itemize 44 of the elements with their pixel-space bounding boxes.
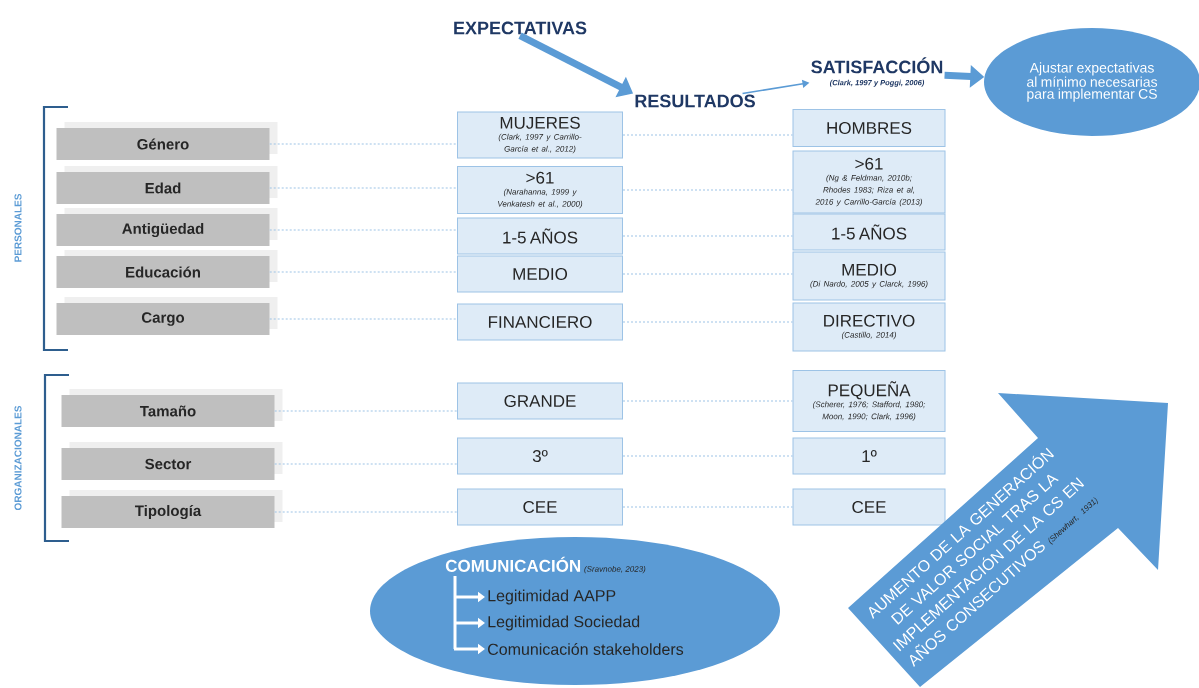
group-label: ORGANIZACIONALES xyxy=(14,405,22,511)
dotted-line xyxy=(622,455,793,457)
value-box: MEDIO (Di Nardo, 2005 y Clarck, 1996) xyxy=(792,251,946,301)
value-box: 1-5 AÑOS xyxy=(792,213,946,251)
dotted-line xyxy=(269,143,458,145)
value-box: MUJERES (Clark, 1997 y Carrillo-García et al., 2012) xyxy=(457,111,623,159)
dotted-line xyxy=(269,229,458,231)
category-box: Sector xyxy=(61,442,283,480)
value-box: 1º xyxy=(792,437,946,475)
value-box: 1-5 AÑOS xyxy=(457,217,623,255)
value-box: 3º xyxy=(457,437,623,475)
dotted-line xyxy=(622,400,793,402)
value-box: DIRECTIVO (Castillo, 2014) xyxy=(792,302,946,352)
value-box: CEE xyxy=(792,488,946,526)
value-box: PEQUEÑA (Scherer, 1976; Stafford, 1980; Moon, 1990; Clark, 1996) xyxy=(792,370,946,432)
dotted-line xyxy=(622,506,793,508)
dotted-line xyxy=(622,189,793,191)
dotted-line xyxy=(274,511,458,513)
value-box: HOMBRES xyxy=(792,109,946,147)
dotted-line xyxy=(622,235,793,237)
dotted-line xyxy=(622,134,793,136)
value-box: FINANCIERO xyxy=(457,303,623,341)
category-box: Educación xyxy=(56,250,278,288)
category-box: Tamaño xyxy=(61,389,283,427)
category-box: Género xyxy=(56,122,278,160)
heading-text: RESULTADOS xyxy=(635,94,755,108)
group-label: PERSONALES xyxy=(14,193,22,262)
value-box: MEDIO xyxy=(457,255,623,293)
category-box: Cargo xyxy=(56,297,278,335)
value-box: CEE xyxy=(457,488,623,526)
category-box: Tipología xyxy=(61,490,283,528)
value-box: >61 (Ng & Feldman, 2010b; Rhodes 1983; Riza et al, 2016 y Carrillo-García (2013) xyxy=(792,150,946,214)
dotted-line xyxy=(622,273,793,275)
dotted-line xyxy=(269,318,458,320)
dotted-line xyxy=(269,187,458,189)
dotted-line xyxy=(274,410,458,412)
category-box: Edad xyxy=(56,166,278,204)
value-box: GRANDE xyxy=(457,382,623,420)
value-box: >61 (Narahanna, 1999 y Venkatesh et al., 2000) xyxy=(457,166,623,214)
heading-text: EXPECTATIVAS xyxy=(454,21,587,35)
category-box: Antigüedad xyxy=(56,208,278,246)
dotted-line xyxy=(274,463,458,465)
dotted-line xyxy=(622,321,793,323)
dotted-line xyxy=(269,271,458,273)
